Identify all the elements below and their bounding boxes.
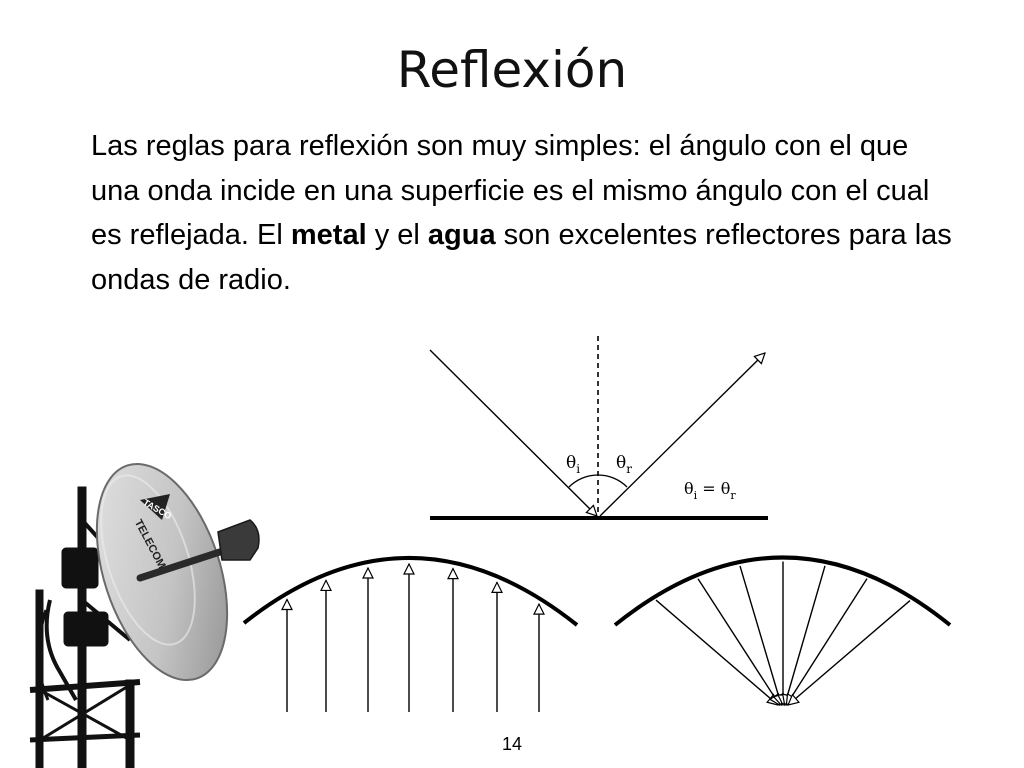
reflected-angle-label: θr [616, 453, 632, 476]
incident-ray [429, 349, 597, 516]
focus-ray-3 [739, 565, 781, 705]
bold-word-agua: agua [427, 219, 496, 251]
page-number: 14 [501, 734, 523, 754]
parallel-rays-diagram [242, 556, 579, 712]
incident-angle-arc [568, 474, 599, 488]
incident-angle-label: θi [566, 453, 580, 476]
focus-ray-7 [788, 600, 911, 705]
bold-word-metal: metal [290, 219, 367, 251]
focus-ray-2 [697, 578, 780, 705]
focus-ray-6 [786, 578, 868, 705]
focus-ray-1 [655, 599, 778, 705]
focusing-diagram [613, 555, 952, 706]
reflected-ray [599, 353, 765, 517]
slide-title: Reflexión [396, 41, 628, 99]
focusing-rays [655, 561, 911, 705]
focus-ray-5 [785, 565, 826, 705]
paragraph-text-2: y el [366, 219, 428, 251]
parallel-rays [287, 564, 539, 712]
paragraph-text-3: son excelentes reflectores para las onda… [91, 219, 952, 296]
curved-reflector-left [242, 556, 579, 627]
angle-equation: θi = θr [684, 479, 736, 502]
satellite-dish-photo: TASCO TELECOM [29, 462, 260, 768]
angle-diagram: θi θr θi = θr [429, 336, 768, 520]
paragraph-text-1: Las reglas para reflexión son muy simple… [91, 130, 930, 251]
tower [29, 486, 141, 768]
reflected-angle-arc [597, 474, 628, 488]
body-paragraph: Las reglas para reflexión son muy simple… [91, 124, 961, 302]
dish-logo-icon [140, 494, 170, 520]
curved-reflector-right [613, 555, 952, 627]
feed-arm [136, 544, 236, 582]
feed-horn [217, 519, 260, 561]
